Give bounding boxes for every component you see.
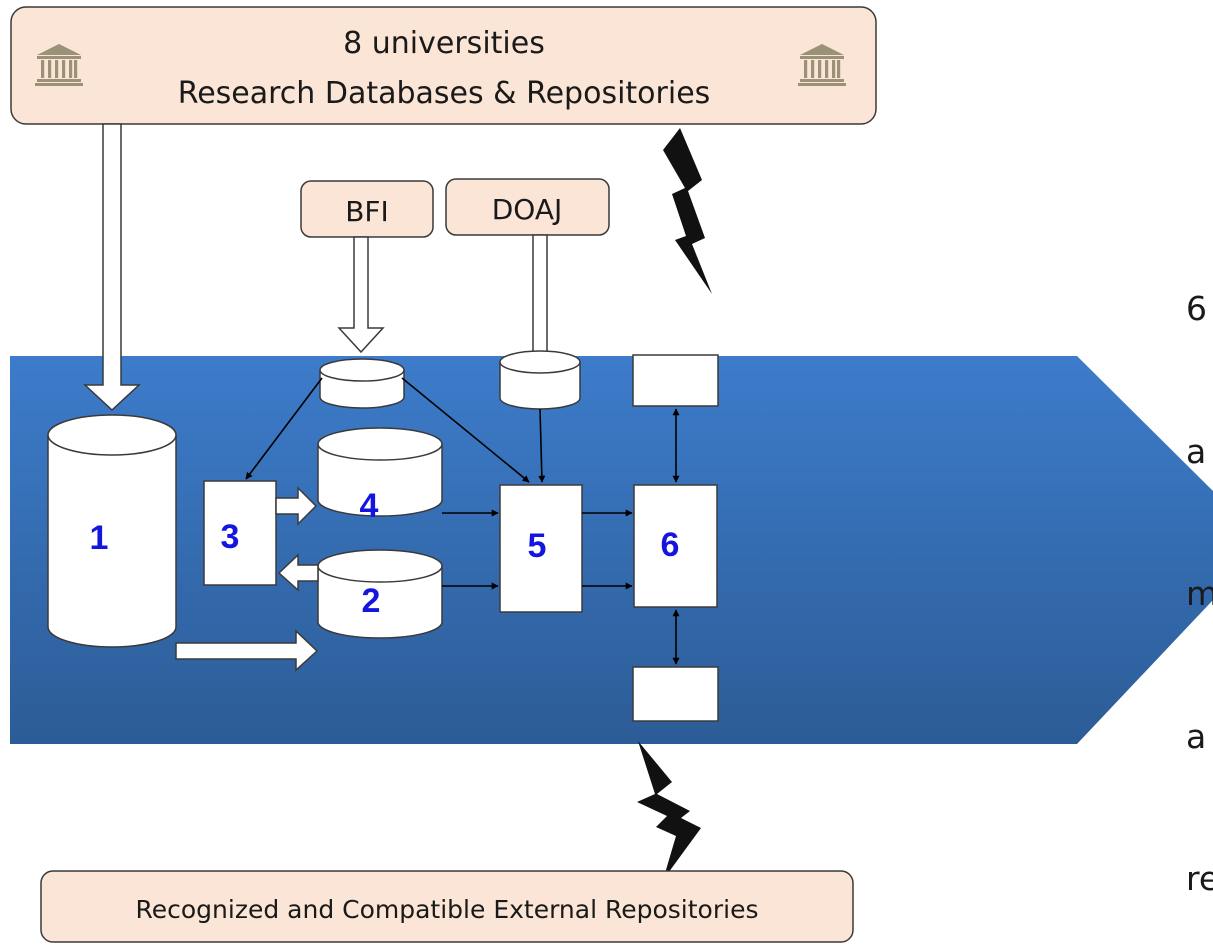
lightning-bolt-icon xyxy=(637,741,701,880)
component-4-database: 4 xyxy=(317,427,443,525)
component-2-database: 2 xyxy=(317,549,443,639)
bfi-cache-db xyxy=(319,358,405,409)
component-5-box: 5 xyxy=(499,484,583,613)
external-repositories-box: Recognized and Compatible External Repos… xyxy=(40,870,854,943)
component-6-box: 6 xyxy=(633,484,718,608)
component-3-box: 3 xyxy=(203,480,277,586)
doaj-source-box: DOAJ xyxy=(445,178,610,236)
process-banner-arrow xyxy=(10,356,1213,744)
upper-connector-box xyxy=(632,354,719,407)
side-caption: 6 a m a re xyxy=(1186,190,1213,950)
ingest-arrow xyxy=(83,123,141,412)
universities-subtitle: Research Databases & Repositories xyxy=(178,76,711,111)
external-repositories-label: Recognized and Compatible External Repos… xyxy=(136,895,759,924)
bfi-label: BFI xyxy=(345,195,389,228)
bfi-to-5-arrow xyxy=(401,377,530,483)
component-2-label: 2 xyxy=(362,582,381,620)
bfi-to-3-arrow xyxy=(245,377,323,480)
component-5-label: 5 xyxy=(528,527,547,565)
bfi-source-box: BFI xyxy=(300,180,434,238)
component-3-label: 3 xyxy=(221,518,240,556)
component-4-label: 4 xyxy=(360,487,379,525)
lightning-bolt-icon xyxy=(663,128,712,294)
doaj-cache-db xyxy=(499,350,581,410)
doaj-to-5-arrow xyxy=(538,408,546,483)
universities-box: 8 universities Research Databases & Repo… xyxy=(10,6,877,125)
side-caption-line: 6 xyxy=(1186,289,1207,328)
universities-title: 8 universities xyxy=(343,26,545,61)
flow-1-to-2-arrow xyxy=(175,629,319,672)
component-1-database: 1 xyxy=(47,414,177,648)
side-caption-line: a xyxy=(1186,716,1207,756)
flow-3-to-4-arrow xyxy=(275,486,318,526)
side-caption-line: a xyxy=(1186,431,1207,471)
bfi-feed-arrow xyxy=(337,236,385,354)
component-6-label: 6 xyxy=(661,526,680,564)
side-caption-line: m xyxy=(1186,574,1213,613)
doaj-label: DOAJ xyxy=(492,193,563,226)
lower-connector-box xyxy=(632,666,719,722)
flow-2-to-3-arrow xyxy=(277,553,319,592)
component-1-label: 1 xyxy=(90,519,109,557)
side-caption-line: re xyxy=(1186,859,1213,898)
